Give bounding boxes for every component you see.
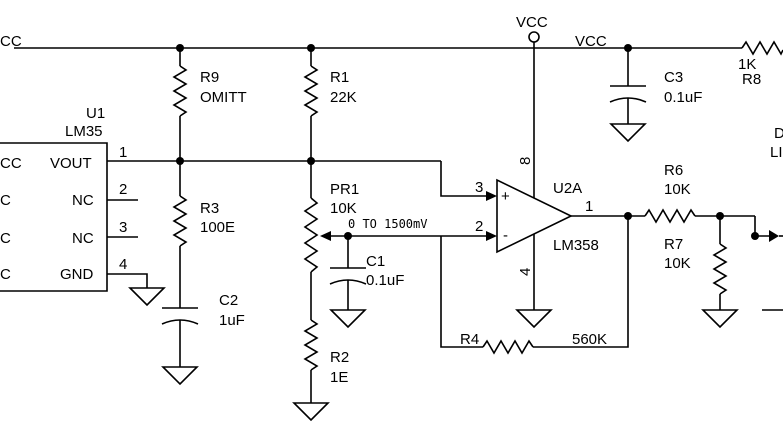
r4-resistor bbox=[482, 339, 534, 355]
u2a-plus-sign: + bbox=[501, 188, 510, 205]
ground-symbol bbox=[329, 309, 367, 329]
pr1-wiper-arrow bbox=[320, 231, 331, 241]
vcc-terminal-label: VCC bbox=[516, 14, 548, 31]
ground-symbol bbox=[128, 287, 166, 307]
arrow-head bbox=[486, 231, 497, 241]
pr1-ref: PR1 bbox=[330, 181, 359, 198]
r6-resistor bbox=[644, 208, 696, 224]
arrow-head bbox=[769, 230, 779, 242]
r4-ref: R4 bbox=[460, 331, 479, 348]
u1-pin-nc: NC bbox=[72, 230, 94, 247]
pr1-value: 10K bbox=[330, 200, 357, 217]
feedback-wire bbox=[533, 216, 629, 348]
arrow-head bbox=[486, 191, 497, 201]
right-edge-label: D bbox=[774, 125, 783, 142]
u2a-pin-plus: 3 bbox=[475, 179, 483, 196]
vcc-terminal bbox=[528, 31, 540, 43]
r2-resistor bbox=[303, 319, 319, 371]
c1-ref: C1 bbox=[366, 253, 385, 270]
r7-value: 10K bbox=[664, 255, 691, 272]
u1-pin-left: C bbox=[0, 230, 11, 247]
r9-value: OMITT bbox=[200, 89, 247, 106]
voltage-range-note: 0 TO 1500mV bbox=[348, 217, 427, 231]
u1-pin-number: 4 bbox=[119, 256, 127, 273]
u1-pin-left: C bbox=[0, 192, 11, 209]
r9-ref: R9 bbox=[200, 69, 219, 86]
u2a-pin-out: 1 bbox=[585, 198, 593, 215]
r1-value: 22K bbox=[330, 89, 357, 106]
r8-resistor bbox=[741, 40, 783, 56]
u1-body bbox=[0, 142, 108, 292]
u2a-minus-sign: - bbox=[503, 227, 508, 244]
r3-resistor bbox=[172, 195, 188, 247]
feedback-wire bbox=[440, 236, 483, 348]
u2a-part: LM358 bbox=[553, 237, 599, 254]
u2a-pin-minus: 2 bbox=[475, 218, 483, 235]
ground-symbol bbox=[292, 402, 330, 422]
u1-pin-number: 3 bbox=[119, 219, 127, 236]
c3-ref: C3 bbox=[664, 69, 683, 86]
u1-pin-nc: NC bbox=[72, 192, 94, 209]
r9-resistor bbox=[172, 65, 188, 117]
wire bbox=[440, 161, 486, 197]
r3-value: 100E bbox=[200, 219, 235, 236]
r3-ref: R3 bbox=[200, 200, 219, 217]
wire bbox=[107, 273, 148, 288]
r1-ref: R1 bbox=[330, 69, 349, 86]
u1-pin-left: CC bbox=[0, 155, 22, 172]
u1-pin-gnd: GND bbox=[60, 266, 94, 283]
junction-dot bbox=[751, 232, 759, 240]
r7-resistor bbox=[712, 243, 728, 295]
c3-value: 0.1uF bbox=[664, 89, 702, 106]
pr1-potentiometer bbox=[303, 197, 319, 273]
r2-value: 1E bbox=[330, 369, 348, 386]
vcc-rail-label-left: CC bbox=[0, 33, 22, 50]
u2a-pin-vcc: 8 bbox=[517, 157, 534, 165]
u2a-ref: U2A bbox=[553, 180, 582, 197]
r8-ref: R8 bbox=[742, 71, 761, 88]
r6-value: 10K bbox=[664, 181, 691, 198]
c2-ref: C2 bbox=[219, 292, 238, 309]
u1-pin-left: C bbox=[0, 266, 11, 283]
vcc-label-right: VCC bbox=[575, 33, 607, 50]
right-edge-label: LI bbox=[770, 144, 783, 161]
u1-pin-vout: VOUT bbox=[50, 155, 92, 172]
ground-symbol bbox=[701, 309, 739, 329]
u1-pin-number: 2 bbox=[119, 181, 127, 198]
c1-value: 0.1uF bbox=[366, 272, 404, 289]
r7-ref: R7 bbox=[664, 236, 683, 253]
c2-value: 1uF bbox=[219, 312, 245, 329]
r2-ref: R2 bbox=[330, 349, 349, 366]
u1-part: LM35 bbox=[65, 123, 103, 140]
r8-value: 1K bbox=[738, 56, 756, 73]
ground-symbol bbox=[161, 366, 199, 386]
u1-pin-number: 1 bbox=[119, 144, 127, 161]
ground-symbol bbox=[515, 309, 553, 329]
ground-symbol bbox=[609, 123, 647, 143]
r1-resistor bbox=[303, 65, 319, 117]
u1-ref: U1 bbox=[86, 105, 105, 122]
r6-ref: R6 bbox=[664, 162, 683, 179]
r4-value: 560K bbox=[572, 331, 607, 348]
u2a-pin-gnd: 4 bbox=[517, 268, 534, 276]
